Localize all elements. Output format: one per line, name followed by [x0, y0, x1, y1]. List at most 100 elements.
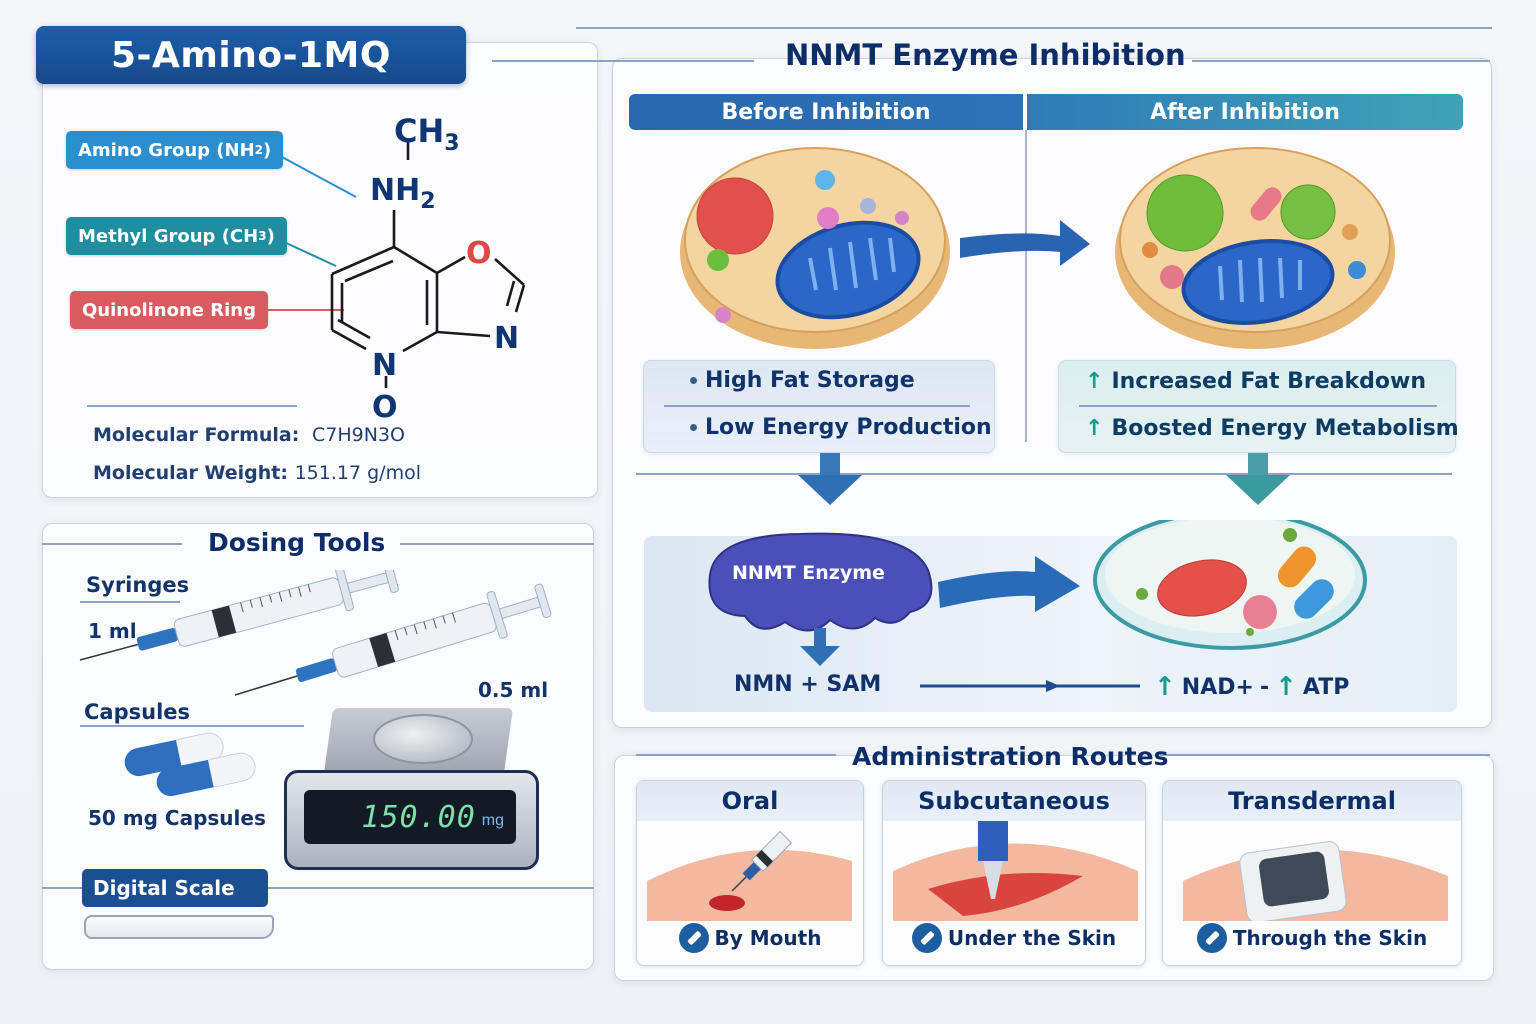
oral-skin-illustration — [647, 830, 852, 921]
product-nad: NAD+ — [1181, 674, 1254, 700]
weight-value: 151.17 g/mol — [294, 462, 421, 484]
injection-route-icon — [911, 923, 942, 953]
atom-oxygen-ring: O — [466, 236, 492, 271]
atom-n-oxide: N — [372, 348, 397, 383]
methyl-label-sub: 3 — [258, 229, 267, 243]
weight-label: Molecular Weight: — [93, 462, 288, 484]
route-desc-text: Under the Skin — [947, 926, 1117, 950]
atom-o-oxide: O — [372, 390, 398, 425]
route-desc-text: Through the Skin — [1232, 926, 1428, 950]
up-arrow-icon: ↑ — [1275, 672, 1297, 702]
capsules-illustration — [124, 732, 256, 797]
before-effect-text: High Fat Storage — [705, 368, 915, 393]
scale-display: 150.00 mg — [304, 790, 516, 844]
before-effect-item: High Fat Storage — [690, 368, 915, 393]
methyl-label-text: Methyl Group (CH — [78, 225, 259, 247]
after-effect-text: Boosted Energy Metabolism — [1111, 416, 1459, 441]
molecular-weight: Molecular Weight: 151.17 g/mol — [93, 462, 421, 484]
capsule-icon — [124, 732, 224, 777]
scale-pan — [373, 714, 473, 764]
down-arrow-after-icon — [1226, 453, 1290, 505]
before-effect-item: Low Energy Production — [690, 415, 992, 440]
transition-arrow-icon — [960, 220, 1090, 266]
route-card-transdermal: Transdermal Through the Skin — [1162, 780, 1462, 966]
mechanism-illustration — [708, 520, 1367, 692]
formula-value: C7H9N3O — [311, 424, 405, 446]
nnmt-title: NNMT Enzyme Inhibition — [785, 38, 1186, 72]
products-label: ↑ NAD+ - ↑ ATP — [1154, 672, 1349, 702]
syringe-05ml-icon — [234, 583, 552, 696]
mouth-route-icon — [678, 923, 709, 953]
after-effects-divider — [1079, 405, 1437, 407]
scale-unit: mg — [481, 812, 504, 829]
up-arrow-icon: ↑ — [1154, 672, 1176, 702]
after-inhibition-header: After Inhibition — [1027, 94, 1463, 130]
digital-scale-tag: Digital Scale — [82, 869, 268, 907]
cells-illustration — [680, 147, 1395, 349]
down-arrow-before-icon — [798, 453, 862, 505]
route-card-oral: Oral By Mouth — [636, 780, 864, 966]
capsules-label: Capsules — [84, 700, 191, 724]
phase-divider — [1025, 130, 1027, 442]
spatula-icon — [84, 915, 274, 939]
mechanism-divider — [636, 473, 1452, 475]
route-desc-text: By Mouth — [714, 926, 822, 950]
digital-scale-illustration: 150.00 mg — [278, 708, 543, 880]
route-desc: Through the Skin — [1163, 923, 1461, 953]
after-effect-item: ↑ Boosted Energy Metabolism — [1085, 416, 1459, 441]
routes-title-rule-left — [636, 754, 836, 756]
syringes-label: Syringes — [86, 573, 190, 597]
capsule-dose-label: 50 mg Capsules — [88, 806, 266, 830]
substrates-label: NMN + SAM — [734, 672, 882, 697]
route-name: Oral — [637, 781, 863, 821]
before-effects-divider — [664, 405, 970, 407]
product-atp: ATP — [1302, 674, 1350, 700]
amino-label-close: ) — [263, 139, 272, 161]
after-effect-item: ↑ Increased Fat Breakdown — [1085, 369, 1426, 394]
cell-after-icon — [1115, 147, 1395, 349]
route-card-subcutaneous: Subcutaneous Under the Skin — [882, 780, 1146, 966]
enzyme-down-arrow-icon — [800, 628, 840, 666]
routes-title: Administration Routes — [852, 742, 1169, 771]
nnmt-title-rule-right — [1192, 60, 1490, 62]
mechanism-arrow-icon — [938, 556, 1080, 612]
amino-callout-line — [281, 156, 357, 198]
formula-divider — [87, 405, 297, 407]
dosing-title-rule-right — [400, 543, 594, 545]
capsule-icon — [156, 752, 256, 797]
methyl-callout-line — [283, 241, 337, 267]
page-title: 5-Amino-1MQ — [36, 26, 466, 84]
dosing-title-rule-left — [42, 543, 182, 545]
syringe-1ml-label: 1 ml — [88, 619, 137, 643]
up-arrow-icon: ↑ — [1085, 416, 1104, 441]
routes-title-rule-right — [1160, 754, 1490, 756]
subcutaneous-skin-illustration — [893, 821, 1138, 921]
route-name: Transdermal — [1163, 781, 1461, 821]
atom-nh2: NH2 — [370, 173, 436, 214]
route-desc: Under the Skin — [883, 923, 1145, 953]
capsules-underline — [80, 725, 304, 727]
healthy-cell-icon — [1093, 520, 1367, 650]
syringe-05ml-label: 0.5 ml — [478, 678, 549, 702]
quinolinone-ring-label: Quinolinone Ring — [70, 291, 269, 329]
molecular-formula: Molecular Formula: C7H9N3O — [93, 424, 405, 446]
after-effects-box: ↑ Increased Fat Breakdown ↑ Boosted Ener… — [1058, 360, 1459, 453]
molecule-structure: CH3 NH2 O N N O — [258, 112, 526, 425]
bullet-icon — [690, 377, 697, 384]
nnmt-title-rule-left — [492, 60, 754, 62]
scale-divider — [42, 887, 594, 889]
before-inhibition-header: Before Inhibition — [629, 94, 1023, 130]
methyl-label-close: ) — [266, 225, 275, 247]
top-divider — [576, 27, 1492, 29]
cell-before-icon — [680, 147, 950, 349]
atom-nitrogen-ring: N — [494, 321, 519, 356]
products-separator: - — [1259, 674, 1270, 700]
syringe-1ml-icon — [79, 570, 399, 661]
molecule-bonds — [330, 142, 526, 388]
patch-route-icon — [1196, 923, 1227, 953]
transdermal-skin-illustration — [1183, 841, 1448, 923]
route-name: Subcutaneous — [883, 781, 1145, 821]
nnmt-enzyme-icon — [708, 532, 933, 632]
